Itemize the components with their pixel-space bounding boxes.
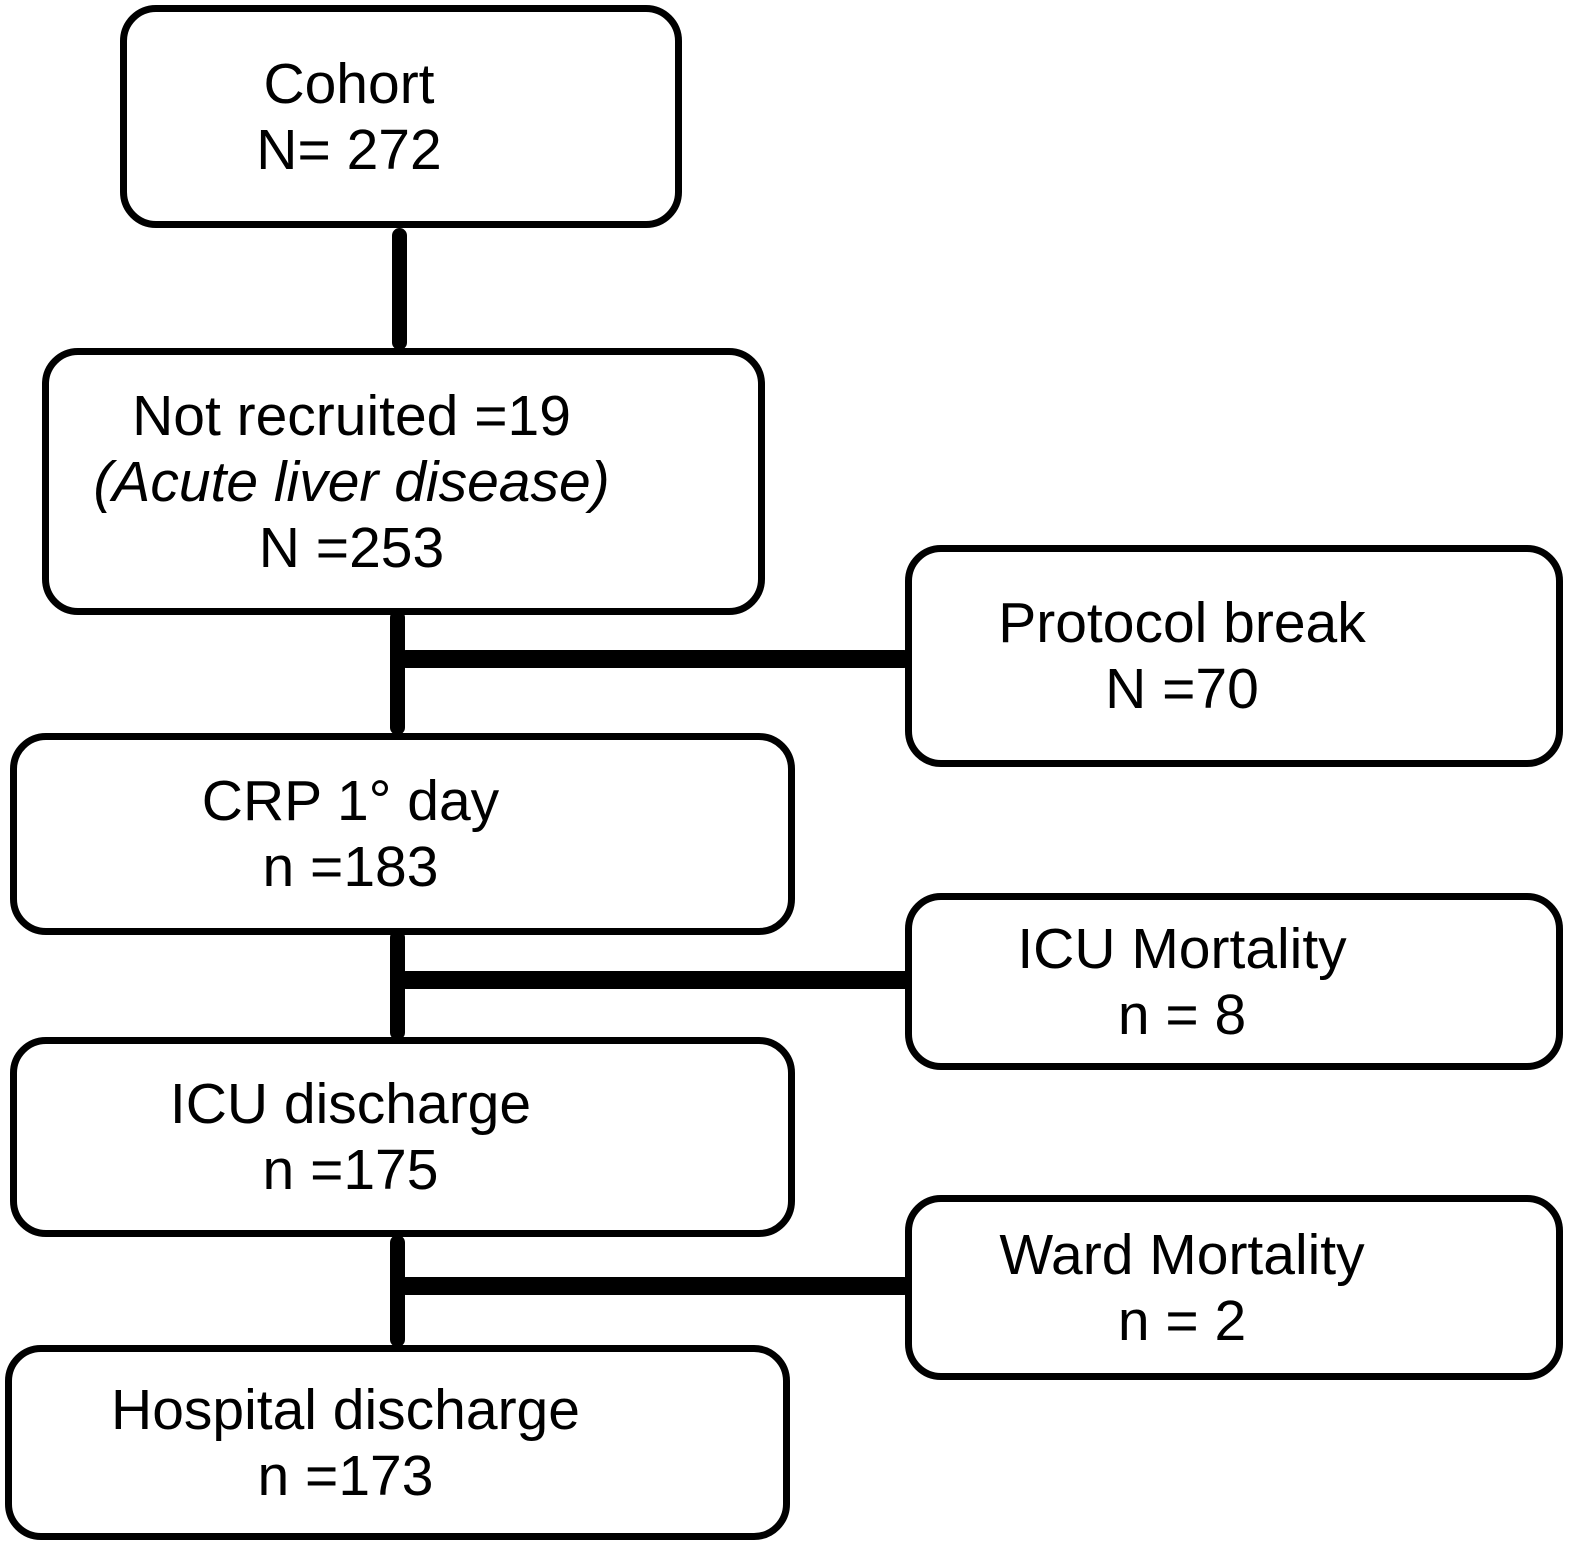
icu-discharge-title: ICU discharge (169, 1072, 532, 1136)
crp-day1-box: CRP 1° day n =183 (10, 733, 795, 935)
connector-icu-discharge-to-hospital-discharge (390, 1235, 405, 1347)
protocol-break-title: Protocol break (998, 591, 1366, 655)
cohort-count: N= 272 (256, 117, 442, 182)
cohort-label: Cohort N= 272 (256, 51, 441, 183)
protocol-break-count: N =70 (1105, 657, 1259, 721)
protocol-break-box: Protocol break N =70 (905, 545, 1563, 767)
not-recruited-title: Not recruited =19 (132, 383, 571, 448)
ward-mortality-box: Ward Mortality n = 2 (905, 1195, 1563, 1380)
connector-not-recruited-to-crp (390, 610, 405, 735)
crp-day1-title: CRP 1° day (201, 769, 500, 833)
protocol-break-label: Protocol break N =70 (998, 590, 1366, 722)
icu-discharge-count: n =175 (262, 1138, 439, 1202)
not-recruited-label: Not recruited =19 (Acute liver disease) … (93, 383, 609, 581)
connector-branch-icu-mortality (398, 971, 914, 989)
ward-mortality-label: Ward Mortality n = 2 (999, 1222, 1364, 1354)
cohort-title: Cohort (263, 51, 435, 116)
connector-cohort-to-not-recruited (392, 228, 407, 350)
connector-branch-protocol-break (398, 650, 912, 668)
icu-mortality-label: ICU Mortality n = 8 (1017, 916, 1346, 1048)
icu-mortality-box: ICU Mortality n = 8 (905, 893, 1563, 1070)
icu-mortality-title: ICU Mortality (1017, 916, 1347, 981)
icu-mortality-count: n = 8 (1117, 982, 1247, 1047)
connector-branch-ward-mortality (398, 1277, 912, 1295)
hospital-discharge-title: Hospital discharge (111, 1377, 580, 1442)
icu-discharge-label: ICU discharge n =175 (170, 1071, 531, 1203)
hospital-discharge-label: Hospital discharge n =173 (111, 1377, 580, 1509)
hospital-discharge-count: n =173 (257, 1443, 434, 1508)
connector-crp-to-icu-discharge (390, 930, 405, 1040)
crp-day1-label: CRP 1° day n =183 (202, 768, 499, 900)
hospital-discharge-box: Hospital discharge n =173 (5, 1345, 790, 1540)
not-recruited-box: Not recruited =19 (Acute liver disease) … (42, 348, 765, 615)
cohort-box: Cohort N= 272 (120, 5, 682, 228)
ward-mortality-title: Ward Mortality (999, 1222, 1365, 1287)
icu-discharge-box: ICU discharge n =175 (10, 1037, 795, 1237)
ward-mortality-count: n = 2 (1117, 1288, 1247, 1353)
not-recruited-reason: (Acute liver disease) (93, 449, 610, 514)
crp-day1-count: n =183 (262, 835, 439, 899)
not-recruited-count: N =253 (258, 515, 445, 580)
